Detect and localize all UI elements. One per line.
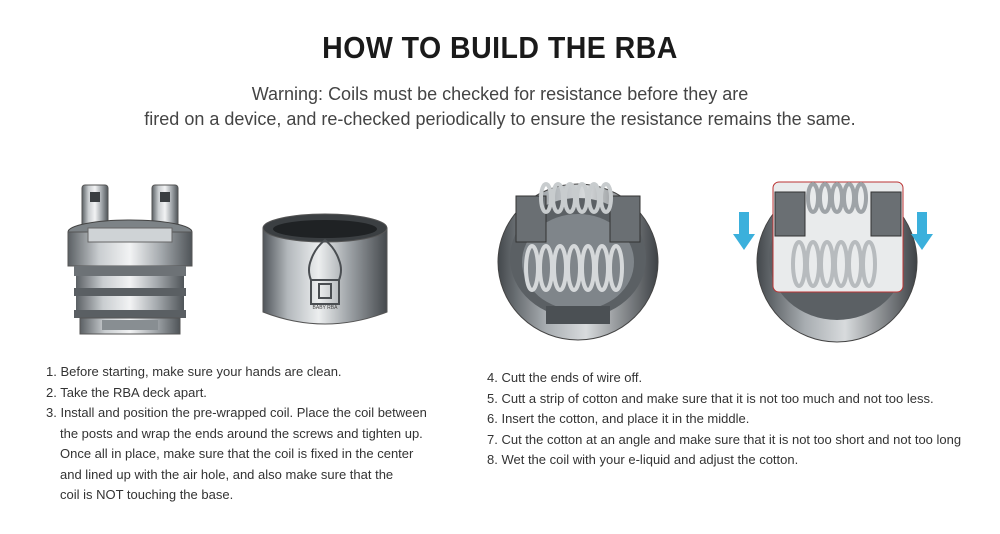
warning-line-2: fired on a device, and re-checked period…: [144, 109, 856, 129]
down-arrow-icon: [733, 212, 933, 250]
rba-airflow-image: [733, 181, 933, 343]
warning-line-1: Warning: Coils must be checked for resis…: [251, 84, 749, 104]
step-5: 5. Cutt a strip of cotton and make sure …: [487, 390, 934, 406]
step-4: 4. Cutt the ends of wire off.: [487, 370, 643, 385]
step-3: 3. Install and position the pre-wrapped …: [46, 405, 427, 420]
step-2: 2. Take the RBA deck apart.: [46, 384, 207, 400]
steps-left: 1. Before starting, make sure your hands…: [46, 362, 427, 506]
step-7: 7. Cut the cotton at an angle and make s…: [487, 431, 962, 447]
step-6: 6. Insert the cotton, and place it in th…: [487, 411, 750, 426]
step-3-line-5: coil is NOT touching the base.: [60, 487, 234, 502]
step-3-line-3: Once all in place, make sure that the co…: [60, 446, 414, 461]
ring-engraving: BABY RBA: [313, 305, 339, 311]
rba-coil-image: [497, 182, 659, 341]
page-title: HOW TO BUILD THE RBA: [322, 30, 678, 65]
step-3-line-4: and lined up with the air hole, and also…: [60, 466, 394, 482]
step-3-line-2: the posts and wrap the ends around the s…: [60, 425, 423, 441]
step-1: 1. Before starting, make sure your hands…: [46, 364, 342, 379]
steps-right: 4. Cutt the ends of wire off. 5. Cutt a …: [487, 368, 961, 471]
rba-deck-image: [67, 184, 193, 335]
step-8: 8. Wet the coil with your e-liquid and a…: [487, 452, 799, 467]
warning-text: Warning: Coils must be checked for resis…: [0, 82, 1000, 132]
rba-ring-image: BABY RBA: [262, 213, 388, 325]
